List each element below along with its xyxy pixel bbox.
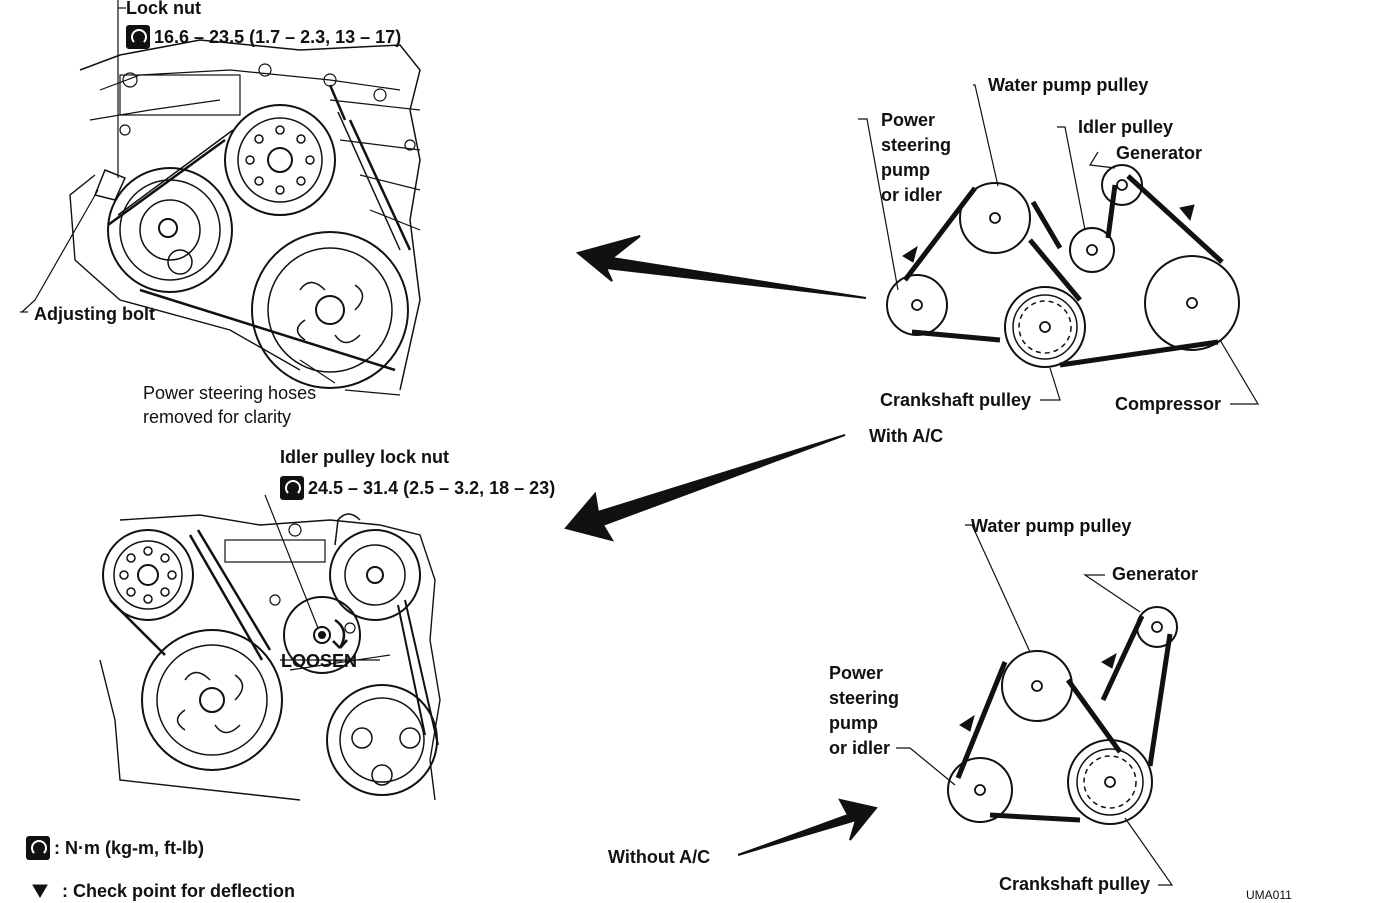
ac-ps-label-1: Power <box>881 110 936 130</box>
nac-generator-label: Generator <box>1112 564 1199 584</box>
deflection-marker <box>1179 204 1195 222</box>
engine-illustration-bottom <box>99 494 441 801</box>
nac-crankshaft-label: Crankshaft pulley <box>999 874 1151 894</box>
top-power-steering-pulley <box>107 167 233 293</box>
deflection-marker <box>959 714 975 732</box>
ac-water-pump-pulley <box>959 182 1031 254</box>
ac-ps-label-3: pump <box>881 160 930 180</box>
ac-ps-label-2: steering <box>881 135 952 155</box>
legend-torque-text: : N·m (kg-m, ft-lb) <box>54 837 204 858</box>
ac-generator-pulley <box>1101 164 1143 206</box>
nac-water-pump-pulley <box>1001 650 1073 722</box>
legend-check-text: : Check point for deflection <box>62 881 296 901</box>
ac-water-pump-label: Water pump pulley <box>988 75 1149 95</box>
without-ac-belt-schematic <box>896 524 1178 886</box>
without-ac-label: Without A/C <box>608 847 711 867</box>
ac-power-steering-pulley <box>886 274 948 336</box>
bottom-idler-pulley <box>283 596 361 674</box>
top-crankshaft-pulley <box>251 231 409 389</box>
ac-generator-label: Generator <box>1116 143 1203 163</box>
adjusting-bolt-label: Adjusting bolt <box>34 304 155 324</box>
ps-hoses-label-line1: Power steering hoses <box>143 383 317 403</box>
engine-illustration-top <box>20 0 421 396</box>
arrow-with-ac-to-top <box>575 235 867 299</box>
bottom-crankshaft-pulley <box>141 629 283 771</box>
top-water-pump-pulley <box>224 104 336 216</box>
ac-crankshaft-label: Crankshaft pulley <box>880 390 1032 410</box>
nac-generator-pulley <box>1136 606 1178 648</box>
ps-hoses-label-line2: removed for clarity <box>143 407 292 427</box>
nac-ps-label-4: or idler <box>829 738 891 758</box>
ac-idler-label: Idler pulley <box>1078 117 1174 137</box>
deflection-marker <box>902 245 918 263</box>
with-ac-label: With A/C <box>869 426 944 446</box>
deflection-triangle-icon <box>32 884 48 898</box>
idler-lock-nut-label: Idler pulley lock nut <box>280 447 450 467</box>
lock-nut-label: Lock nut <box>126 0 201 18</box>
bottom-generator-pulley <box>329 529 421 621</box>
ac-compressor-label: Compressor <box>1115 394 1222 414</box>
torque-spec-bottom: 24.5 – 31.4 (2.5 – 3.2, 18 – 23) <box>280 476 555 500</box>
arrow-with-ac-to-bottom <box>564 434 846 542</box>
ac-compressor-pulley <box>1144 255 1240 351</box>
with-ac-belt-schematic <box>858 84 1260 405</box>
figure-id: UMA011 <box>1246 888 1292 902</box>
legend-torque: : N·m (kg-m, ft-lb) <box>26 836 204 860</box>
torque-wrench-icon <box>26 836 50 860</box>
nac-ps-label-3: pump <box>829 713 878 733</box>
nac-power-steering-pulley <box>947 757 1013 823</box>
torque-value-top: 16.6 – 23.5 (1.7 – 2.3, 13 – 17) <box>154 26 402 47</box>
nac-water-pump-label: Water pump pulley <box>971 516 1132 536</box>
torque-value-bottom: 24.5 – 31.4 (2.5 – 3.2, 18 – 23) <box>308 477 556 498</box>
nac-ps-label-2: steering <box>829 688 900 708</box>
arrow-without-ac <box>737 798 878 856</box>
with-ac-belt <box>903 174 1224 368</box>
ac-ps-label-4: or idler <box>881 185 943 205</box>
ac-idler-pulley <box>1069 227 1115 273</box>
without-ac-belt <box>955 614 1173 823</box>
ac-crankshaft-pulley <box>1004 286 1086 368</box>
nac-ps-label-1: Power <box>829 663 884 683</box>
torque-spec-top: 16.6 – 23.5 (1.7 – 2.3, 13 – 17) <box>126 25 401 49</box>
nac-crankshaft-pulley <box>1067 739 1153 825</box>
loosen-label: LOOSEN <box>281 651 358 671</box>
bottom-water-pump-pulley <box>102 529 194 621</box>
deflection-marker <box>1101 652 1117 669</box>
torque-wrench-icon <box>126 25 150 49</box>
torque-wrench-icon <box>280 476 304 500</box>
